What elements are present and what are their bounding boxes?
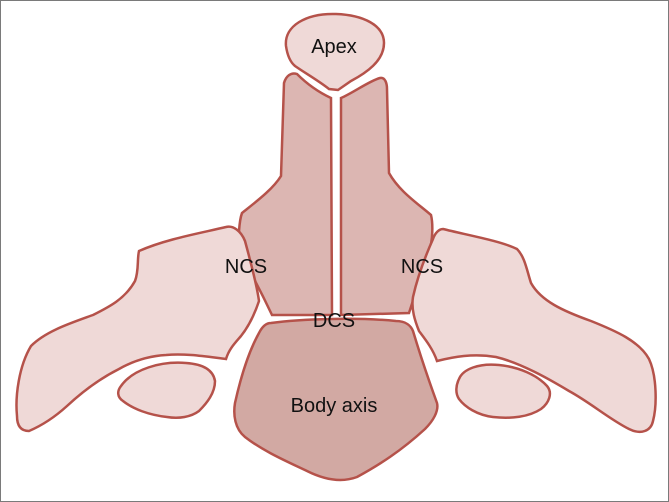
body-axis-shape <box>233 317 439 482</box>
ncs-right-label: NCS <box>401 256 443 278</box>
body-axis-label: Body axis <box>291 395 378 417</box>
left-lateral-part <box>15 225 261 433</box>
apex-shape <box>284 12 386 92</box>
right-dorsal-half <box>339 76 434 317</box>
dcs-label: DCS <box>313 310 355 332</box>
right-pedicle <box>455 363 552 419</box>
left-pedicle <box>117 361 217 419</box>
apex-label: Apex <box>311 36 357 58</box>
ncs-left-label: NCS <box>225 256 267 278</box>
right-lateral-part <box>411 227 657 433</box>
